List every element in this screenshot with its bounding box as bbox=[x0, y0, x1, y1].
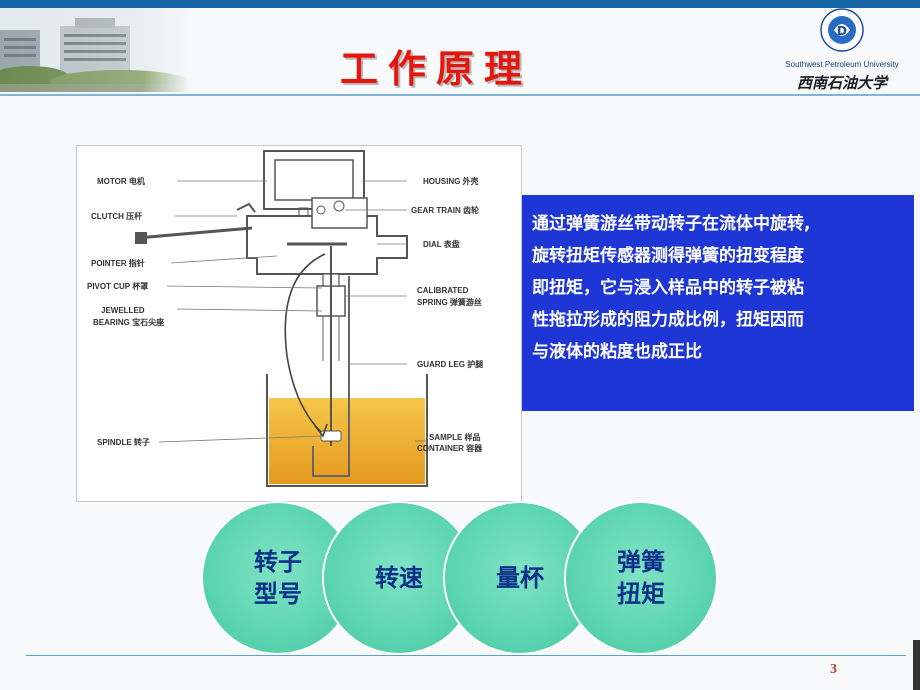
factor-label: 扭矩 bbox=[617, 580, 665, 608]
description-line: 通过弹簧游丝带动转子在流体中旋转, bbox=[532, 214, 811, 234]
label-gear-train: GEAR TRAIN 齿轮 bbox=[411, 206, 479, 215]
principle-description-box: 通过弹簧游丝带动转子在流体中旋转, 旋转扭矩传感器测得弹簧的扭变程度 即扭矩，它… bbox=[522, 195, 914, 411]
label-clutch: CLUTCH 压杆 bbox=[91, 212, 143, 221]
label-calibrated: CALIBRATED bbox=[417, 286, 469, 295]
label-spring: SPRING 弹簧游丝 bbox=[417, 298, 482, 307]
factor-label: 弹簧 bbox=[617, 548, 665, 576]
university-english-name: Southwest Petroleum University bbox=[785, 60, 899, 69]
university-logo: D Southwest Petroleum University 西南石油大学 bbox=[772, 6, 912, 98]
label-guard-leg: GUARD LEG 护腿 bbox=[417, 360, 484, 369]
factor-label: 量杯 bbox=[496, 564, 544, 592]
svg-text:D: D bbox=[837, 24, 847, 38]
corner-decoration bbox=[913, 640, 920, 690]
viscometer-drawing bbox=[135, 150, 428, 487]
factor-label: 转速 bbox=[375, 564, 423, 592]
page-number: 3 bbox=[830, 662, 837, 677]
factor-label: 型号 bbox=[254, 580, 302, 608]
label-bearing: BEARING 宝石尖座 bbox=[93, 318, 165, 327]
description-line: 性拖拉形成的阻力成比例，扭矩因而 bbox=[532, 310, 804, 330]
top-accent-bar bbox=[0, 0, 920, 8]
label-spindle: SPINDLE 转子 bbox=[97, 438, 150, 447]
slide-title: 工作原理 bbox=[340, 47, 533, 91]
label-housing: HOUSING 外壳 bbox=[423, 177, 479, 186]
label-jewelled: JEWELLED bbox=[101, 306, 145, 315]
label-sample: SAMPLE 样品 bbox=[429, 433, 481, 442]
factor-label: 转子 bbox=[254, 548, 302, 576]
description-line: 与液体的粘度也成正比 bbox=[532, 342, 702, 362]
campus-building-image bbox=[0, 8, 190, 92]
label-motor: MOTOR 电机 bbox=[97, 177, 145, 186]
description-line: 旋转扭矩传感器测得弹簧的扭变程度 bbox=[532, 246, 804, 266]
footer-divider bbox=[26, 655, 906, 656]
viscometer-diagram: MOTOR 电机 CLUTCH 压杆 POINTER 指针 PIVOT CUP … bbox=[76, 145, 522, 502]
university-chinese-name: 西南石油大学 bbox=[796, 74, 887, 92]
factor-circle-spring-torque: 弹簧 扭矩 bbox=[566, 503, 716, 653]
label-container: CONTAINER 容器 bbox=[417, 444, 483, 453]
label-pivot-cup: PIVOT CUP 杯罩 bbox=[87, 282, 149, 291]
label-pointer: POINTER 指针 bbox=[91, 259, 145, 268]
factor-circle-rotation-speed: 转速 bbox=[324, 503, 474, 653]
header-divider bbox=[0, 94, 920, 96]
university-seal-icon: D bbox=[820, 8, 864, 52]
description-line: 即扭矩，它与浸入样品中的转子被粘 bbox=[532, 278, 804, 298]
label-dial: DIAL 表盘 bbox=[423, 240, 460, 249]
